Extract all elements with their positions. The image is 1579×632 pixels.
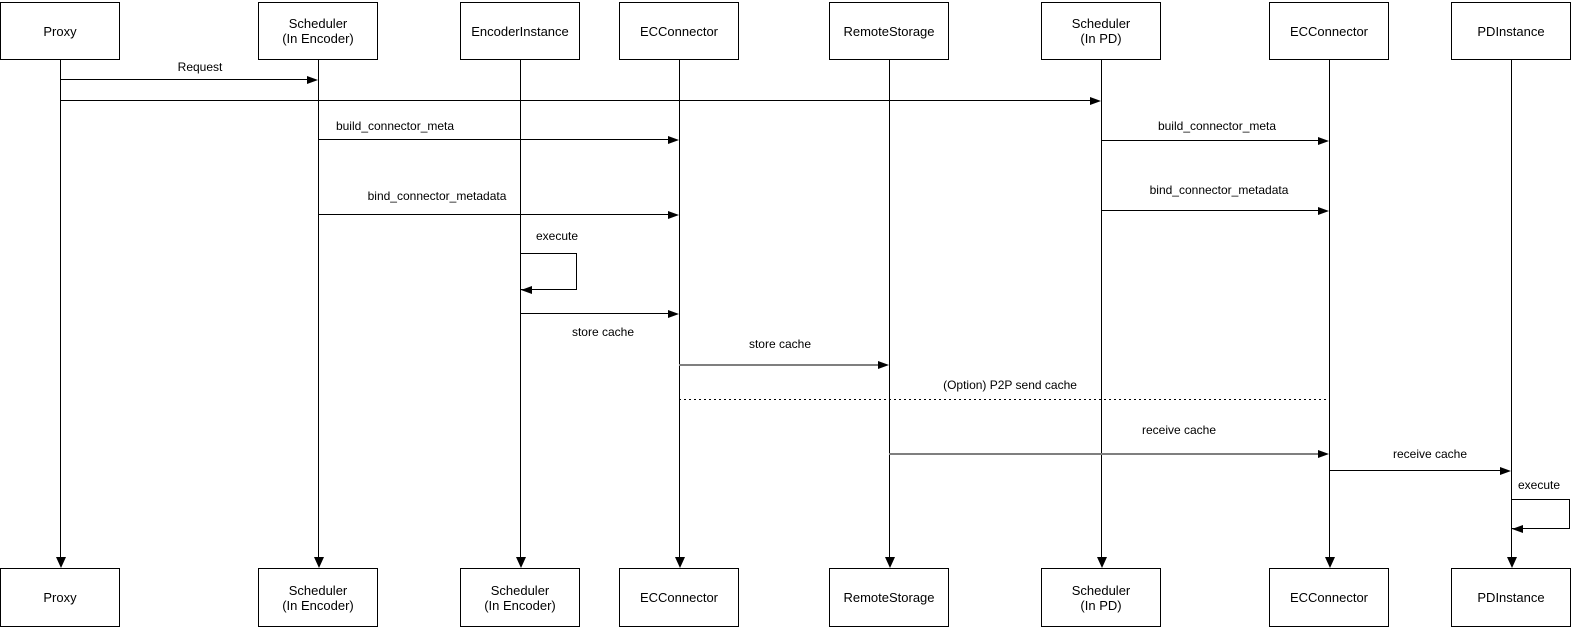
message-label: build_connector_meta <box>1157 119 1277 133</box>
message-label: receive cache <box>1141 423 1217 437</box>
lifeline-remote-storage <box>889 60 890 560</box>
message-line <box>679 399 1329 400</box>
participant-bottom-box-scheduler-pd: Scheduler (In PD) <box>1041 568 1161 627</box>
participant-top-box-scheduler-encoder: Scheduler (In Encoder) <box>258 2 378 60</box>
message-line <box>520 313 670 314</box>
lifeline-arrowhead <box>314 557 324 568</box>
message-label: Request <box>177 60 223 74</box>
message-line <box>318 214 670 215</box>
message-label: store cache <box>571 325 635 339</box>
message-arrowhead <box>668 309 679 318</box>
message-arrowhead <box>1318 206 1329 215</box>
message-label: store cache <box>748 337 812 351</box>
participant-top-box-ec-connector-2: ECConnector <box>1269 2 1389 60</box>
lifeline-encoder-instance <box>520 60 521 560</box>
message-line <box>60 79 309 80</box>
message-arrowhead <box>1500 466 1511 475</box>
message-label: execute <box>1517 478 1561 492</box>
message-label: bind_connector_metadata <box>1149 183 1289 197</box>
participant-bottom-box-ec-connector-2: ECConnector <box>1269 568 1389 627</box>
message-line <box>318 139 670 140</box>
lifeline-arrowhead <box>516 557 526 568</box>
lifeline-proxy <box>60 60 61 560</box>
message-arrowhead <box>1512 525 1523 533</box>
participant-top-box-ec-connector: ECConnector <box>619 2 739 60</box>
message-label: receive cache <box>1392 447 1468 461</box>
message-arrowhead <box>1318 450 1329 458</box>
participant-bottom-box-ec-connector: ECConnector <box>619 568 739 627</box>
lifeline-arrowhead <box>1097 557 1107 568</box>
participant-bottom-box-scheduler-encoder: Scheduler (In Encoder) <box>258 568 378 627</box>
participant-top-box-proxy: Proxy <box>0 2 120 60</box>
message-line <box>1329 470 1502 471</box>
message-line <box>1101 140 1320 141</box>
lifeline-ec-connector <box>679 60 680 560</box>
message-line <box>679 364 880 366</box>
self-message-loop <box>1511 499 1570 529</box>
message-line <box>60 100 1092 101</box>
self-message-loop <box>520 253 577 290</box>
message-line <box>889 453 1320 455</box>
message-arrowhead <box>1090 96 1101 105</box>
participant-top-box-remote-storage: RemoteStorage <box>829 2 949 60</box>
lifeline-arrowhead <box>1507 557 1517 568</box>
message-line <box>1101 210 1320 211</box>
message-label: build_connector_meta <box>335 119 455 133</box>
message-arrowhead <box>1318 136 1329 145</box>
message-arrowhead <box>878 361 889 369</box>
message-arrowhead <box>668 210 679 219</box>
lifeline-ec-connector-2 <box>1329 60 1330 560</box>
participant-bottom-box-remote-storage: RemoteStorage <box>829 568 949 627</box>
message-arrowhead <box>521 286 532 294</box>
participant-top-box-encoder-instance: EncoderInstance <box>460 2 580 60</box>
participant-bottom-box-pd-instance: PDInstance <box>1451 568 1571 627</box>
lifeline-scheduler-pd <box>1101 60 1102 560</box>
participant-top-box-pd-instance: PDInstance <box>1451 2 1571 60</box>
participant-bottom-box-proxy: Proxy <box>0 568 120 627</box>
message-arrowhead <box>307 75 318 84</box>
message-label: execute <box>535 229 579 243</box>
participant-top-box-scheduler-pd: Scheduler (In PD) <box>1041 2 1161 60</box>
participant-bottom-box-encoder-instance: Scheduler (In Encoder) <box>460 568 580 627</box>
lifeline-pd-instance <box>1511 60 1512 560</box>
message-label: bind_connector_metadata <box>367 189 507 203</box>
lifeline-scheduler-encoder <box>318 60 319 560</box>
lifeline-arrowhead <box>885 557 895 568</box>
message-label: (Option) P2P send cache <box>943 378 1077 392</box>
lifeline-arrowhead <box>1325 557 1335 568</box>
lifeline-arrowhead <box>56 557 66 568</box>
lifeline-arrowhead <box>675 557 685 568</box>
message-arrowhead <box>668 135 679 144</box>
